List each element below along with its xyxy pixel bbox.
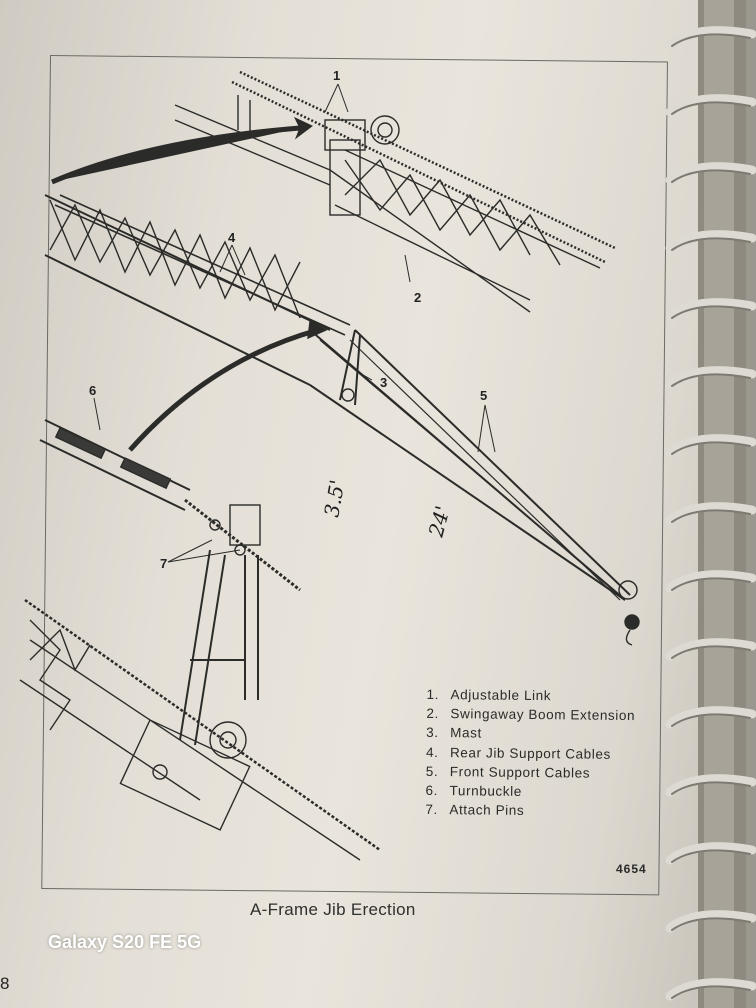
binding-ring: [665, 94, 756, 117]
legend-item: 6.Turnbuckle: [425, 782, 522, 799]
binding-ring: [665, 978, 756, 1001]
binding-ring-shadow: [671, 305, 751, 319]
legend-item: 5.Front Support Cables: [425, 763, 591, 781]
callout-7: 7: [160, 556, 167, 571]
callout-3: 3: [380, 375, 387, 390]
binding-ring-shadow: [671, 985, 751, 999]
callout-6: 6: [89, 383, 96, 398]
detail-arrow-top: [51, 116, 313, 183]
figure-caption: A-Frame Jib Erection: [250, 900, 416, 919]
callout-1: 1: [333, 68, 340, 83]
binding-ring-shadow: [671, 781, 751, 795]
legend-label: Front Support Cables: [449, 764, 591, 781]
binding-ring-shadow: [671, 373, 751, 387]
page-number-fragment: 8: [0, 974, 10, 993]
spiral-binding: [665, 0, 756, 1008]
camera-watermark: Galaxy S20 FE 5G: [48, 932, 202, 952]
swingaway-boom-extension-drawing: [174, 70, 616, 313]
legend-label: Attach Pins: [449, 802, 525, 819]
binding-ring-shadow: [671, 509, 751, 523]
binding-ring-shadow: [671, 917, 751, 931]
turnbuckle-detail-drawing: [39, 419, 301, 592]
binding-ring-shadow: [671, 713, 751, 727]
binding-ring-shadow: [671, 169, 751, 183]
legend-item: 2.Swingaway Boom Extension: [426, 706, 636, 724]
a-frame-mast-drawing: [54, 194, 640, 646]
legend-item: 4.Rear Jib Support Cables: [425, 744, 611, 762]
legend-item: 3.Mast: [426, 725, 482, 741]
callout-2: 2: [414, 290, 421, 305]
binding-ring: [665, 26, 756, 49]
manual-page: 1 2 3 4 5 6 7 3.5' 24' 1.Adjustable Link…: [0, 0, 700, 1008]
binding-ring: [665, 162, 756, 185]
legend-label: Rear Jib Support Cables: [449, 744, 611, 762]
legend-label: Turnbuckle: [449, 783, 522, 799]
binding-ring-shadow: [671, 101, 751, 115]
binding-ring: [665, 910, 756, 933]
binding-ring: [665, 230, 756, 253]
binding-ring: [665, 706, 756, 729]
binding-ring: [665, 502, 756, 525]
binding-ring: [665, 638, 756, 661]
figure-number: 4654: [616, 862, 647, 876]
legend-item: 1.Adjustable Link: [426, 687, 552, 704]
binding-ring: [665, 774, 756, 797]
legend-label: Adjustable Link: [450, 687, 552, 704]
binding-ring-shadow: [671, 237, 751, 251]
binding-ring: [665, 366, 756, 389]
legend-item: 7.Attach Pins: [425, 802, 525, 819]
binding-ring-shadow: [671, 441, 751, 455]
handwritten-note-mast-height: 3.5': [319, 478, 349, 519]
legend-label: Mast: [450, 725, 482, 741]
parts-legend: 1.Adjustable Link 2.Swingaway Boom Exten…: [425, 685, 635, 821]
callout-4: 4: [228, 230, 236, 245]
callout-5: 5: [480, 388, 487, 403]
binding-ring: [665, 842, 756, 865]
crane-jib-illustration: 1 2 3 4 5 6 7 3.5' 24': [19, 68, 640, 861]
legend-label: Swingaway Boom Extension: [450, 706, 636, 724]
binding-ring: [665, 570, 756, 593]
binding-ring-shadow: [671, 33, 751, 47]
binding-ring: [665, 298, 756, 321]
binding-ring-shadow: [671, 645, 751, 659]
handwritten-note-jib-length: 24': [423, 503, 454, 540]
attach-pins-detail-drawing: [19, 549, 381, 861]
binding-ring-shadow: [671, 577, 751, 591]
binding-ring-shadow: [671, 849, 751, 863]
binding-ring: [665, 434, 756, 457]
main-boom-drawing: [44, 194, 626, 601]
